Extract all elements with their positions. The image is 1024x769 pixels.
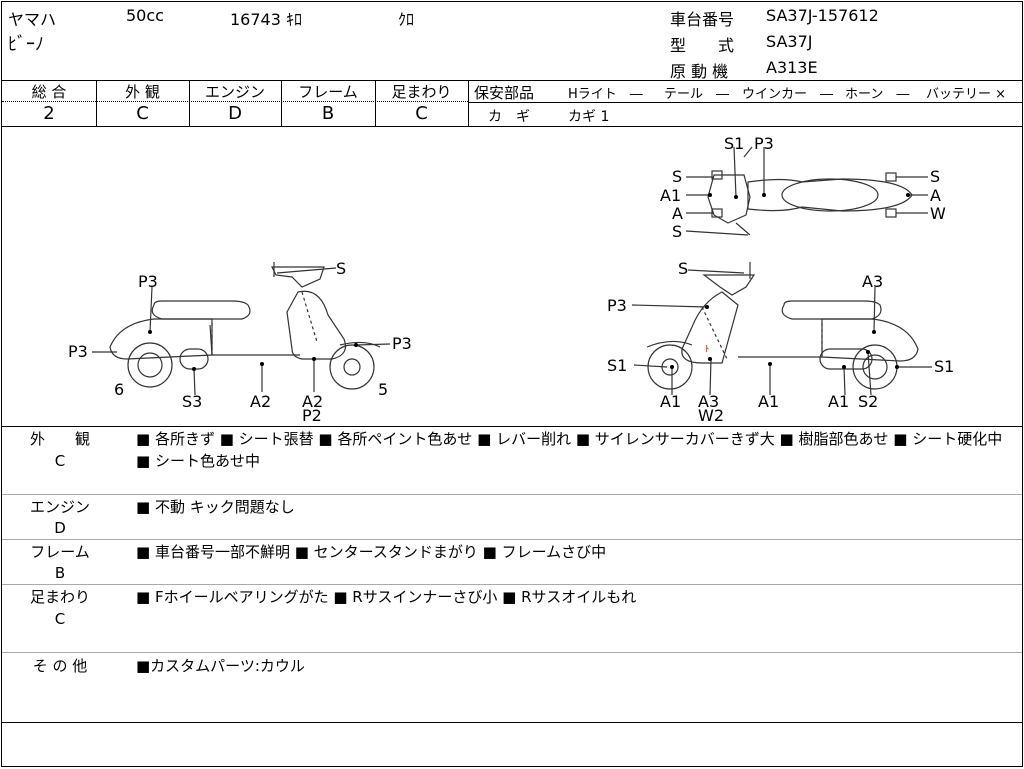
divider — [96, 80, 97, 126]
frame-no-label: 車台番号 — [670, 10, 735, 29]
diagram-label: S1 — [934, 357, 954, 376]
section-title: そ の 他 — [32, 657, 88, 675]
key-value: カギ 1 — [568, 109, 610, 125]
diagram-label: P3 — [68, 342, 88, 361]
divider — [2, 652, 1022, 653]
diagram-label: A3 — [862, 272, 883, 291]
section-text: ■ 各所きず ■ シート張替 ■ 各所ペイント色あせ ■ レバー削れ ■ サイレ… — [136, 430, 1003, 470]
section-title: 足まわり — [29, 588, 90, 606]
frame-no: SA37J-157612 — [766, 6, 879, 25]
diagram-label: P2 — [302, 406, 322, 425]
diagram-label: P3 — [754, 134, 774, 153]
horn-status: ホーン ― — [845, 87, 910, 102]
key-label: カ ギ — [488, 109, 530, 125]
diagram-label: A1 — [828, 392, 849, 411]
divider — [375, 80, 376, 126]
grade-engine-label: エンジン — [204, 83, 265, 101]
divider — [2, 426, 1022, 427]
section-title: エンジン — [29, 498, 90, 516]
winker-status: ウインカー ― — [742, 87, 834, 102]
section-grade: C — [54, 452, 66, 470]
section-text: ■ 車台番号一部不鮮明 ■ センタースタンドまがり ■ フレームさび中 — [136, 543, 607, 561]
diagram-label: 6 — [114, 380, 124, 399]
diagram-label: S — [672, 167, 682, 186]
section-title: フレーム — [30, 543, 90, 561]
mileage: 16743 ｷﾛ — [230, 10, 302, 29]
diagram-label: P3 — [392, 334, 412, 353]
diagram-label: P3 — [607, 296, 627, 315]
diagram-label: A2 — [302, 392, 323, 411]
divider — [189, 80, 190, 126]
divider — [2, 101, 468, 102]
grade-frame: B — [321, 103, 335, 124]
scooter-left-view — [92, 262, 391, 396]
diagram-label: S — [678, 259, 688, 278]
section-title: 外 観 — [29, 430, 90, 448]
divider — [2, 80, 1022, 81]
engine-model-label: 原 動 機 — [670, 62, 729, 81]
grade-suspension: C — [415, 103, 428, 124]
grade-exterior: C — [136, 103, 149, 124]
safety-label: 保安部品 — [474, 84, 535, 102]
taillight-status: テール ― — [664, 87, 730, 102]
divider — [468, 102, 1022, 103]
diagram-label: S — [672, 222, 682, 241]
divider — [2, 494, 1022, 495]
grade-engine: D — [228, 103, 242, 124]
section-text: ■ Fホイールベアリングがた ■ Rサスインナーさび小 ■ Rサスオイルもれ — [136, 588, 637, 606]
engine-model: A313E — [766, 58, 818, 77]
divider — [2, 126, 1022, 127]
diagram-label: S — [930, 167, 940, 186]
grade-exterior-label: 外 観 — [125, 83, 160, 101]
diagram-label: A1 — [660, 186, 681, 205]
diagram-label: S3 — [182, 392, 202, 411]
damage-diagram: ﾄ P3 S P3 P3 6 S3 A2 A2 P2 5 S A3 P3 S1 … — [68, 134, 954, 425]
diagram-label: S2 — [858, 392, 878, 411]
color: ｸﾛ — [398, 10, 415, 29]
diagram-label: A1 — [660, 392, 681, 411]
grade-overall: 2 — [43, 103, 55, 124]
divider — [468, 80, 469, 126]
headlight-status: Hライト ― — [568, 87, 643, 102]
displacement: 50cc — [126, 6, 164, 25]
scooter-right-view — [631, 262, 932, 396]
section-text: ■カスタムパーツ:カウル — [136, 657, 305, 675]
diagram-label: W2 — [698, 406, 724, 425]
diagram-label: S — [336, 259, 346, 278]
battery-status: バッテリー × — [926, 87, 1007, 102]
model-name: ﾋﾞｰﾉ — [8, 34, 44, 55]
divider — [2, 584, 1022, 585]
scooter-top-view — [685, 146, 928, 236]
diagram-label: 5 — [378, 380, 388, 399]
divider — [2, 539, 1022, 540]
diagram-label: A1 — [758, 392, 779, 411]
diagram-label: P3 — [138, 272, 158, 291]
type-label: 型 式 — [670, 36, 735, 55]
diagram-label: W — [930, 204, 946, 223]
diagram-label: A3 — [698, 392, 719, 411]
grade-suspension-label: 足まわり — [391, 83, 452, 101]
divider — [281, 80, 282, 126]
section-grade: B — [54, 564, 66, 582]
type-value: SA37J — [766, 32, 813, 51]
diagram-label: A — [930, 186, 941, 205]
grade-overall-label: 総 合 — [31, 83, 67, 101]
section-text: ■ 不動 キック問題なし — [136, 498, 295, 516]
divider — [2, 722, 1022, 723]
grade-frame-label: フレーム — [298, 83, 358, 101]
diagram-label: S1 — [607, 356, 627, 375]
diagram-label: A2 — [250, 392, 271, 411]
diagram-label: S1 — [724, 134, 744, 153]
diagram-label: A — [672, 204, 683, 223]
section-grade: C — [54, 610, 66, 628]
section-grade: D — [54, 519, 66, 537]
red-mark: ﾄ — [705, 345, 710, 355]
maker: ヤマハ — [8, 10, 57, 29]
